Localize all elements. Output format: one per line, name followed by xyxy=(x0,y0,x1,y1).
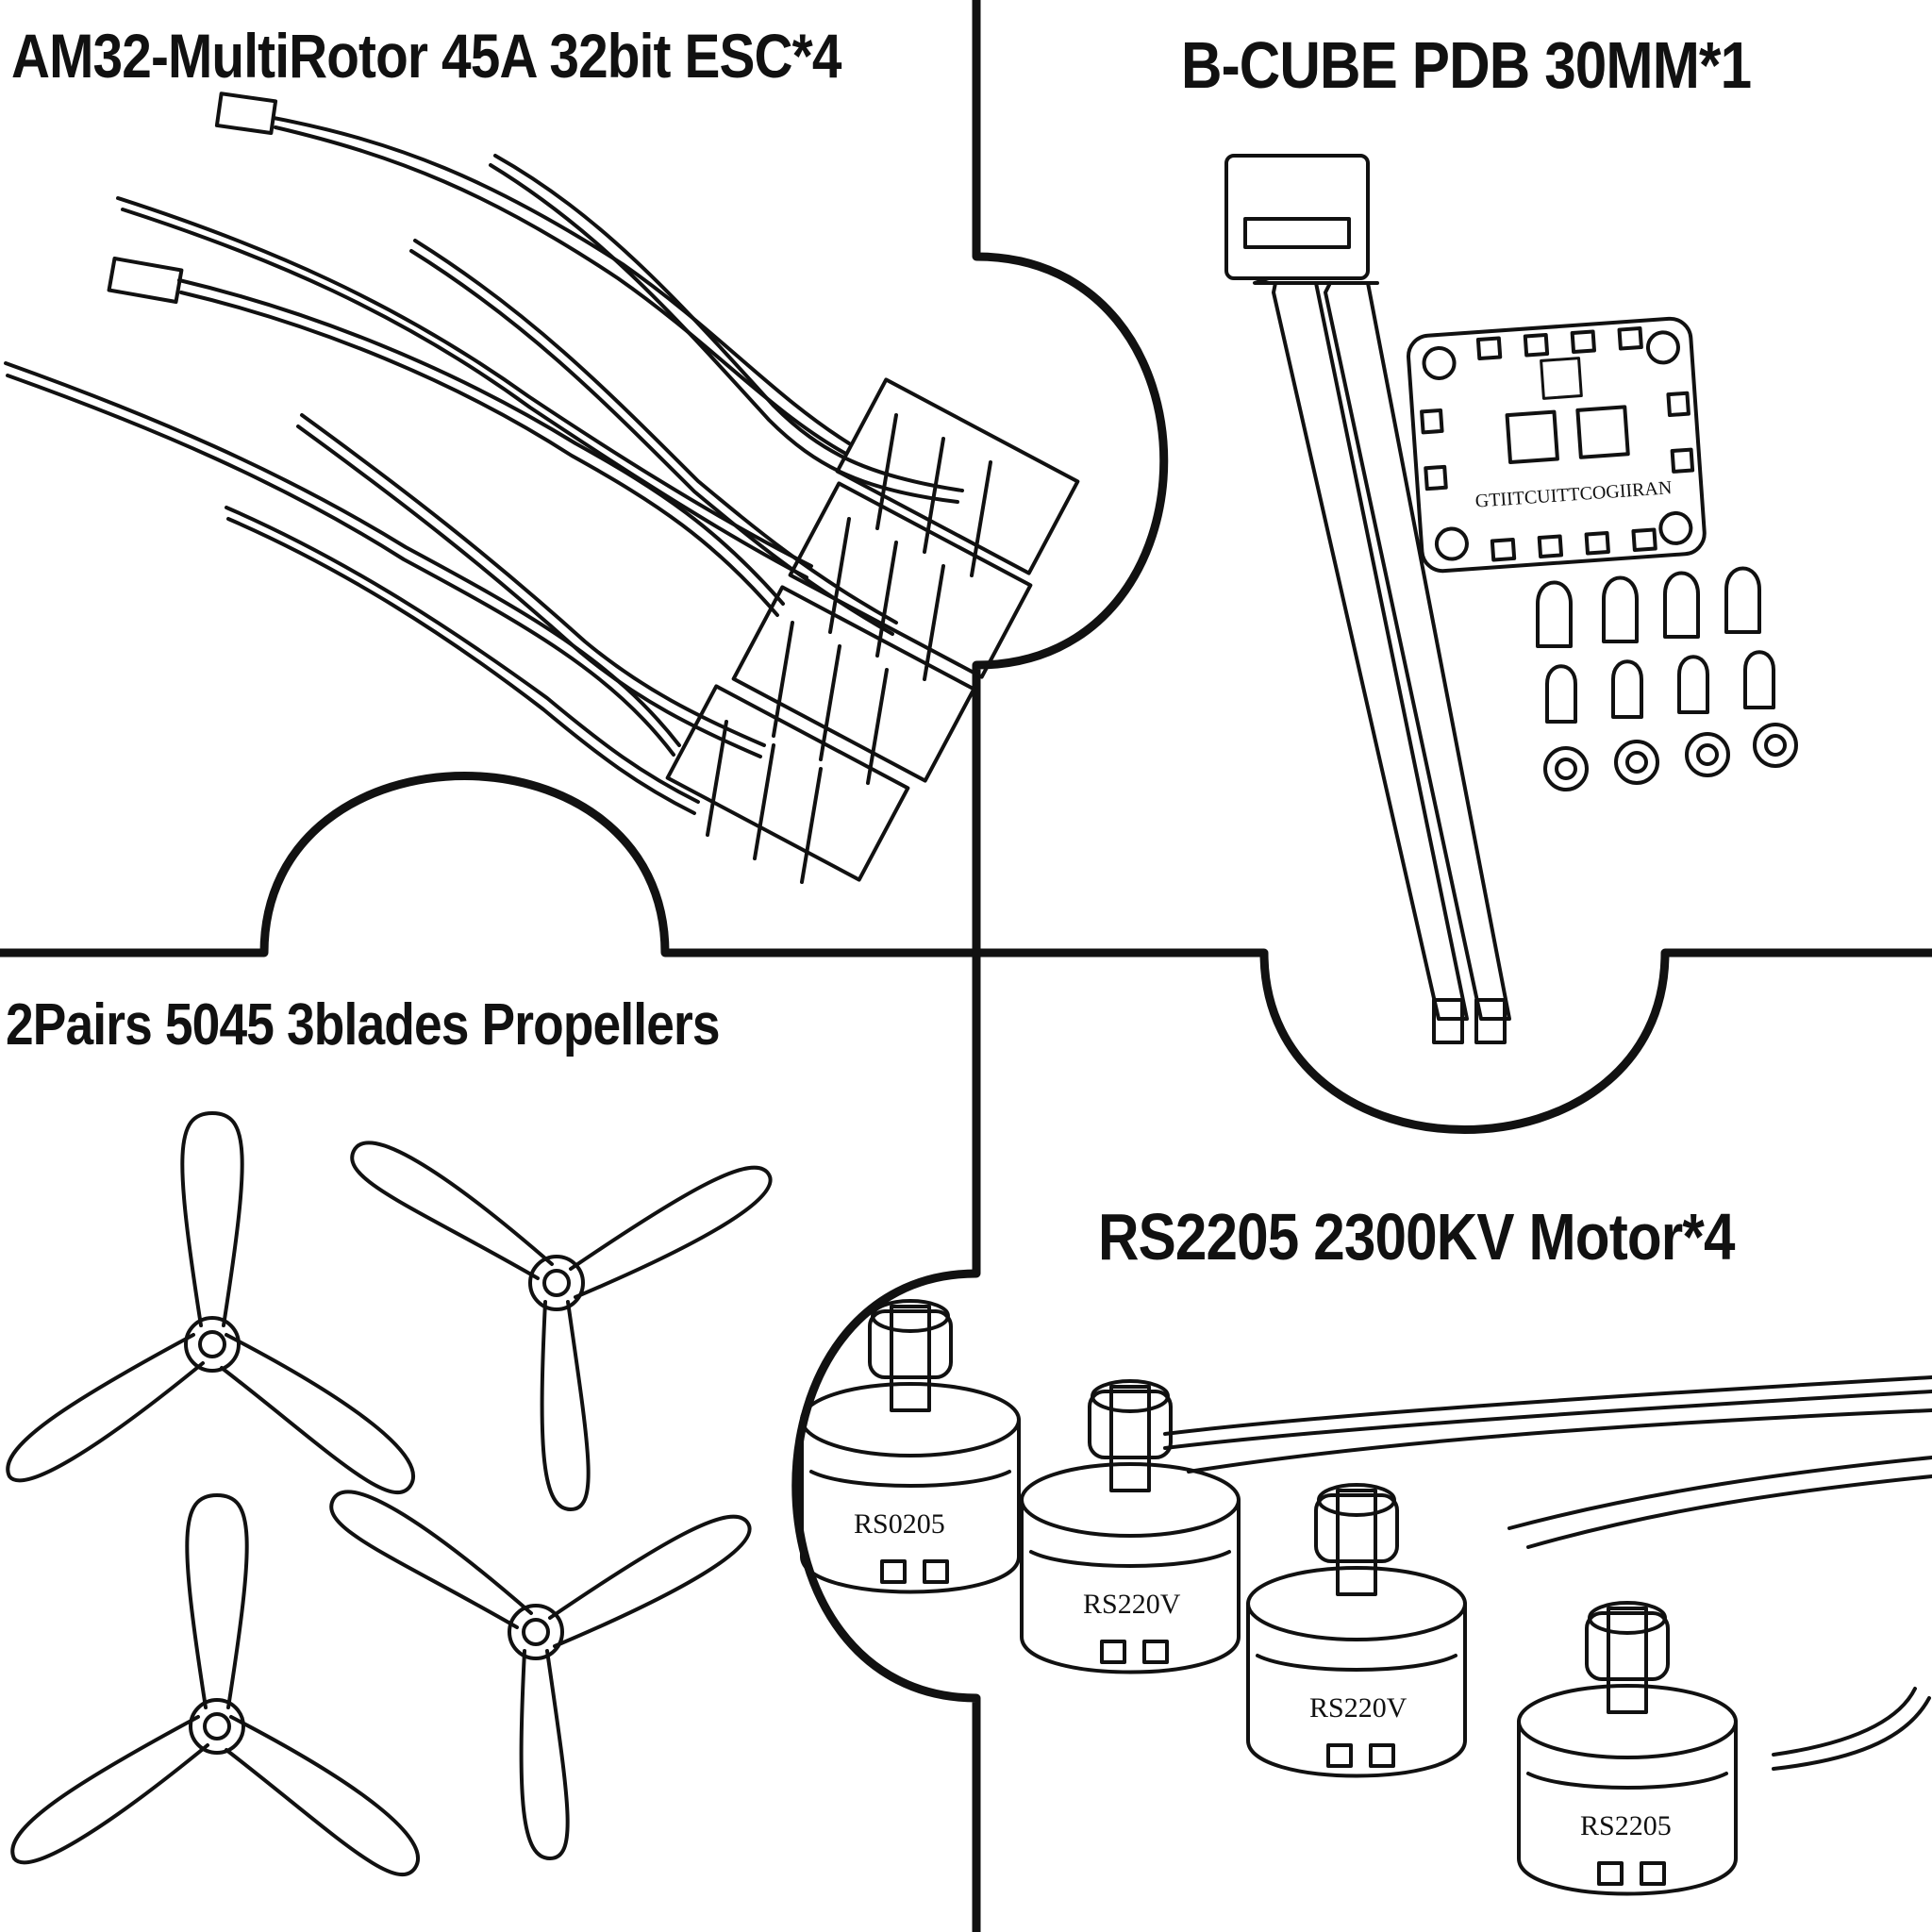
motor: RS0205 xyxy=(800,1299,1021,1594)
motor-label: RS220V xyxy=(1309,1692,1407,1724)
esc-illustration xyxy=(4,92,1080,884)
motor-label: RS2205 xyxy=(1580,1810,1672,1841)
pdb-board-text: GTIITCUITTCOGIIRAN xyxy=(1474,477,1673,512)
propeller xyxy=(329,1490,752,1860)
motor: RS220V xyxy=(1020,1379,1241,1674)
propellers-illustration xyxy=(6,1111,773,1877)
pdb-illustration: GTIITCUITTCOGIIRAN xyxy=(1224,154,1798,1044)
motors-panel-title: RS2205 2300KV Motor*4 xyxy=(1098,1200,1735,1274)
propellers-panel-title: 2Pairs 5045 3blades Propellers xyxy=(6,992,721,1058)
esc-signal-plug xyxy=(107,257,184,304)
esc-board xyxy=(665,684,910,884)
esc-board xyxy=(731,585,976,785)
xt60-connector xyxy=(1224,154,1370,280)
esc-signal-plug xyxy=(214,92,278,136)
motor: RS2205 xyxy=(1517,1601,1738,1896)
pdb-board: GTIITCUITTCOGIIRAN xyxy=(1407,316,1707,574)
motor-label: RS220V xyxy=(1083,1589,1181,1620)
pdb-hardware xyxy=(1536,566,1798,791)
propeller xyxy=(10,1493,420,1877)
propeller xyxy=(350,1141,773,1511)
motors-illustration: RS0205 RS220V RS220V xyxy=(800,1299,1932,1896)
pdb-panel-title: B-CUBE PDB 30MM*1 xyxy=(1181,28,1752,102)
propeller xyxy=(6,1111,415,1495)
motor-label: RS0205 xyxy=(854,1508,945,1540)
motor: RS220V xyxy=(1246,1483,1467,1778)
esc-panel-title: AM32-MultiRotor 45A 32bit ESC*4 xyxy=(11,21,841,91)
